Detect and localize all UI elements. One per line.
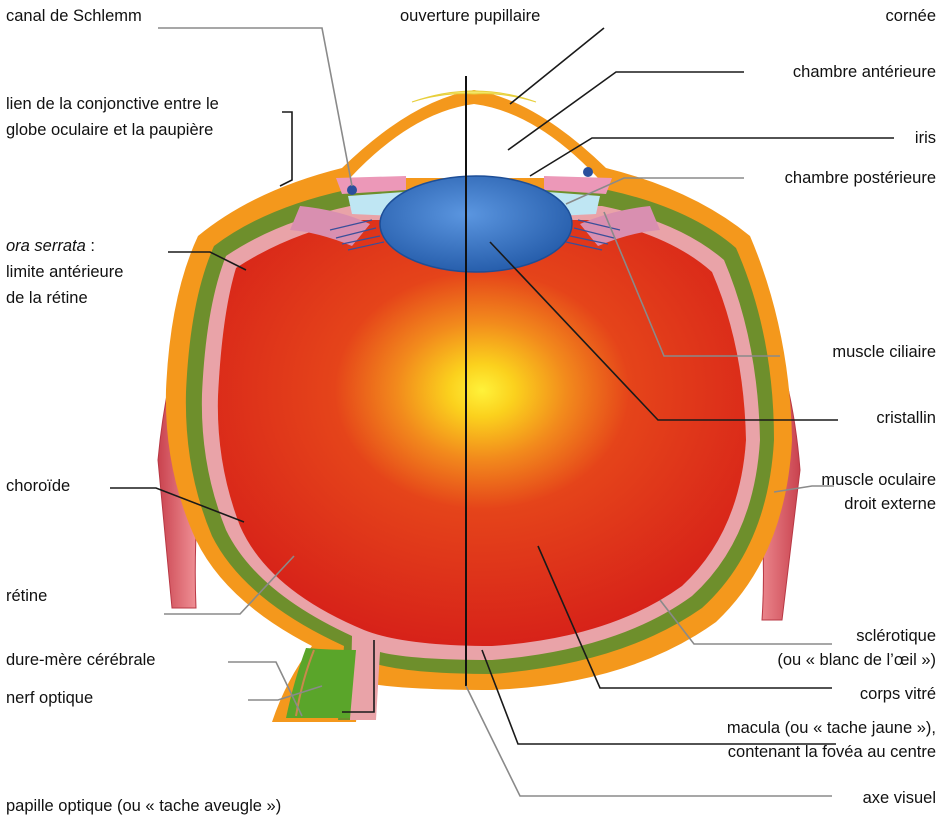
label-ora-serrata-line3: de la rétine	[6, 286, 88, 310]
label-iris: iris	[915, 126, 936, 150]
label-macula-line2: contenant la fovéa au centre	[728, 740, 936, 764]
label-conjunctiva-line1: lien de la conjonctive entre le	[6, 92, 219, 116]
label-retina: rétine	[6, 584, 47, 608]
label-rectus-muscle-line2: droit externe	[844, 492, 936, 516]
label-ciliary-muscle: muscle ciliaire	[832, 340, 936, 364]
schlemm-canal-left	[347, 185, 357, 195]
label-optic-nerve: nerf optique	[6, 686, 93, 710]
label-vitreous-body: corps vitré	[860, 682, 936, 706]
label-ora-serrata-line2: limite antérieure	[6, 260, 123, 284]
label-ora-serrata-line1: ora serrata :	[6, 234, 95, 258]
label-sclera-line2: (ou « blanc de l’œil »)	[777, 648, 936, 672]
label-anterior-chamber: chambre antérieure	[793, 60, 936, 84]
label-schlemm-canal: canal de Schlemm	[6, 4, 142, 28]
label-dura-mater: dure-mère cérébrale	[6, 648, 155, 672]
label-sclera-line1: sclérotique	[856, 624, 936, 648]
vitreous-body	[218, 220, 746, 646]
label-conjunctiva-line2: globe oculaire et la paupière	[6, 118, 213, 142]
label-macula-line1: macula (ou « tache jaune »),	[727, 716, 936, 740]
crystalline-lens	[380, 176, 572, 272]
label-pupil-opening: ouverture pupillaire	[400, 4, 540, 28]
label-visual-axis: axe visuel	[863, 786, 936, 810]
label-posterior-chamber: chambre postérieure	[785, 166, 936, 190]
label-optic-disc: papille optique (ou « tache aveugle »)	[6, 794, 281, 818]
label-ora-serrata-colon: :	[86, 237, 95, 255]
label-rectus-muscle-line1: muscle oculaire	[821, 468, 936, 492]
label-lens: cristallin	[876, 406, 936, 430]
label-choroid: choroïde	[6, 474, 70, 498]
schlemm-canal-right	[583, 167, 593, 177]
label-ora-serrata-term: ora serrata	[6, 237, 86, 255]
label-cornea: cornée	[886, 4, 936, 28]
